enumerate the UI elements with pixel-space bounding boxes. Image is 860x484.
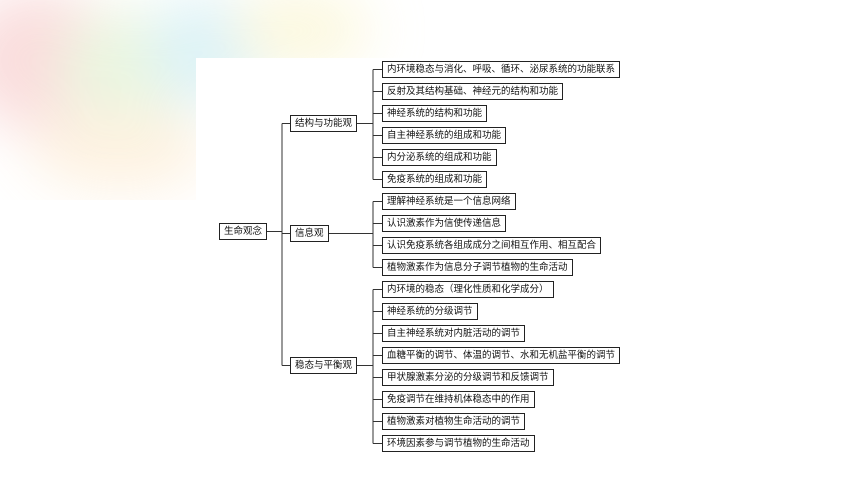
leaf-node: 理解神经系统是一个信息网络 <box>382 193 516 210</box>
leaf-node: 自主神经系统对内脏活动的调节 <box>382 325 526 342</box>
leaf-node: 免疫系统的组成和功能 <box>382 171 488 188</box>
decorative-color-blobs <box>0 0 370 190</box>
leaf-node: 反射及其结构基础、神经元的结构和功能 <box>382 83 564 100</box>
leaf-node: 神经系统的分级调节 <box>382 303 478 320</box>
category-node-structure-function: 结构与功能观 <box>290 115 358 132</box>
leaf-node: 认识免疫系统各组成成分之间相互作用、相互配合 <box>382 237 602 254</box>
leaf-node: 植物激素对植物生命活动的调节 <box>382 413 526 430</box>
leaf-node: 甲状腺激素分泌的分级调节和反馈调节 <box>382 369 554 386</box>
leaf-node: 环境因素参与调节植物的生命活动 <box>382 435 535 452</box>
leaf-node: 自主神经系统的组成和功能 <box>382 127 507 144</box>
leaf-node: 血糖平衡的调节、体温的调节、水和无机盐平衡的调节 <box>382 347 621 364</box>
leaf-node: 内环境稳态与消化、呼吸、循环、泌尿系统的功能联系 <box>382 61 621 78</box>
leaf-node: 内环境的稳态（理化性质和化学成分） <box>382 281 554 298</box>
leaf-node: 认识激素作为信使传递信息 <box>382 215 507 232</box>
category-node-homeostasis: 稳态与平衡观 <box>290 357 358 374</box>
leaf-node: 植物激素作为信息分子调节植物的生命活动 <box>382 259 573 276</box>
leaf-node: 内分泌系统的组成和功能 <box>382 149 497 166</box>
root-node: 生命观念 <box>219 223 268 240</box>
category-node-information: 信息观 <box>290 225 329 242</box>
leaf-node: 免疫调节在维持机体稳态中的作用 <box>382 391 535 408</box>
leaf-node: 神经系统的结构和功能 <box>382 105 488 122</box>
